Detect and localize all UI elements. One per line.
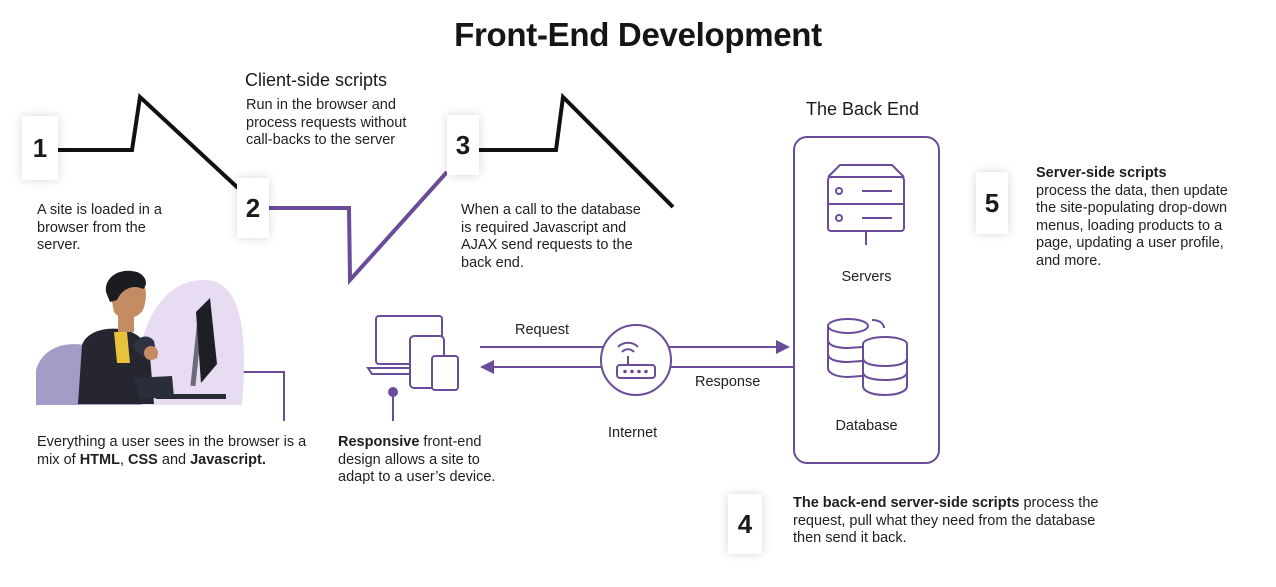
internet-router-icon [600, 324, 672, 396]
user-note-sep2: and [157, 451, 191, 468]
path-step1-to-step2 [58, 92, 240, 190]
step-4-text-rest: process the request, pull what they need… [793, 495, 1099, 546]
back-end-panel [793, 136, 940, 464]
step-3-badge: 3 [447, 115, 479, 175]
pointer-devices-dot [388, 387, 398, 397]
step-4-badge: 4 [728, 494, 762, 554]
server-icon [827, 164, 905, 245]
step-1-text: A site is loaded in a browser from the s… [37, 202, 162, 253]
path-step3-onward [478, 92, 675, 209]
client-side-text: Run in the browser and process requests … [246, 97, 407, 148]
user-note-css: CSS [128, 451, 158, 468]
path-step2-to-step3 [268, 170, 449, 286]
client-side-heading: Client-side scripts [245, 70, 388, 90]
step-5-text-bold: Server-side scripts [1036, 165, 1167, 181]
user-note-js: Javascript. [190, 451, 266, 468]
user-at-computer-illustration [36, 270, 244, 405]
step-5-text-rest: process the data, then update the site-p… [1036, 182, 1228, 269]
pointer-user [232, 371, 285, 421]
responsive-note: Responsive front-end design allows a sit… [338, 434, 510, 487]
internet-label: Internet [608, 425, 658, 441]
database-icon [827, 318, 908, 397]
step-4-text: The back-end server-side scripts process… [793, 495, 1103, 548]
step-5-badge: 5 [976, 172, 1008, 234]
page-title: Front-End Development [454, 16, 822, 53]
request-label: Request [515, 322, 570, 338]
step-3-text: When a call to the database is required … [461, 202, 641, 271]
responsive-note-text: front-end design allows a site to adapt … [338, 434, 496, 485]
user-note-prefix: Everything a user sees in the browser is… [37, 434, 307, 468]
user-note: Everything a user sees in the browser is… [37, 434, 307, 469]
servers-label: Servers [841, 269, 892, 285]
database-label: Database [835, 418, 898, 434]
back-end-heading: The Back End [806, 99, 920, 119]
step-4-text-bold: The back-end server-side scripts [793, 495, 1020, 511]
responsive-note-bold: Responsive [338, 434, 420, 450]
user-note-sep1: , [119, 451, 129, 468]
step-2-badge: 2 [237, 178, 269, 238]
response-label: Response [695, 374, 761, 390]
responsive-devices-icon [366, 315, 459, 391]
step-1-badge: 1 [22, 116, 58, 180]
user-note-html: HTML [79, 451, 120, 468]
